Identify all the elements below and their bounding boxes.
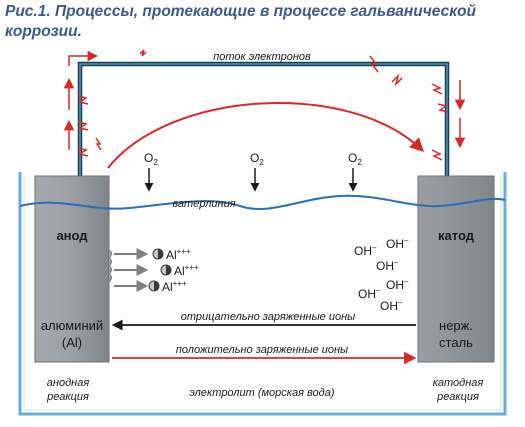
svg-text:O2: O2: [348, 151, 362, 167]
anodic-reaction-line1: анодная: [47, 377, 90, 389]
svg-text:OH–: OH–: [386, 236, 409, 251]
aluminium-ions: Al+++ Al+++ Al+++: [114, 247, 199, 294]
caption-text: Процессы, протекающие в процессе гальван…: [5, 3, 477, 40]
svg-text:OH–: OH–: [354, 243, 377, 258]
external-wire: [77, 61, 450, 178]
negative-ions-label: отрицательно заряженные ионы: [181, 311, 355, 323]
aluminium-label: алюминий: [41, 318, 103, 333]
svg-text:OH–: OH–: [358, 286, 381, 301]
svg-text:O2: O2: [144, 151, 158, 167]
electrolyte-label: электролит (морская вода): [189, 387, 334, 399]
anode-label: анод: [56, 228, 88, 243]
electron-arc-arrow: [107, 102, 425, 169]
aluminium-symbol: (Al): [62, 335, 82, 350]
electron-flow-label: поток электронов: [213, 51, 311, 63]
svg-text:OH–: OH–: [380, 298, 403, 313]
al-ion-2: Al+++: [160, 263, 199, 278]
svg-text:OH–: OH–: [386, 277, 409, 292]
svg-text:Al+++: Al+++: [166, 247, 191, 262]
positive-ions-label: положительно заряженные ионы: [176, 344, 348, 356]
electron-flow-arrows: [63, 49, 466, 161]
cathode-label: катод: [438, 228, 475, 243]
al-ion-1: Al+++: [152, 247, 191, 262]
figure-caption: Рис.1. Процессы, протекающие в процессе …: [5, 2, 520, 42]
svg-text:OH–: OH–: [376, 258, 399, 273]
al-ion-3: Al+++: [148, 279, 187, 294]
waterline-curve: [19, 194, 506, 210]
svg-text:Al+++: Al+++: [174, 263, 199, 278]
cathodic-reaction-line1: катодная: [433, 377, 484, 389]
waterline-label: ватерлиния: [172, 198, 235, 210]
electrolyte-tank: [18, 172, 507, 416]
oxygen-group: O2 O2 O2: [144, 151, 362, 192]
steel-label-line2: сталь: [439, 335, 473, 350]
cathodic-reaction-line2: реакция: [436, 391, 479, 403]
svg-text:O2: O2: [250, 151, 264, 167]
svg-text:Al+++: Al+++: [162, 279, 187, 294]
steel-label-line1: нерж.: [439, 318, 473, 333]
caption-number: Рис.1.: [5, 3, 51, 20]
hydroxide-ions: OH– OH– OH– OH– OH– OH–: [354, 236, 409, 313]
anodic-reaction-line2: реакция: [46, 391, 89, 403]
